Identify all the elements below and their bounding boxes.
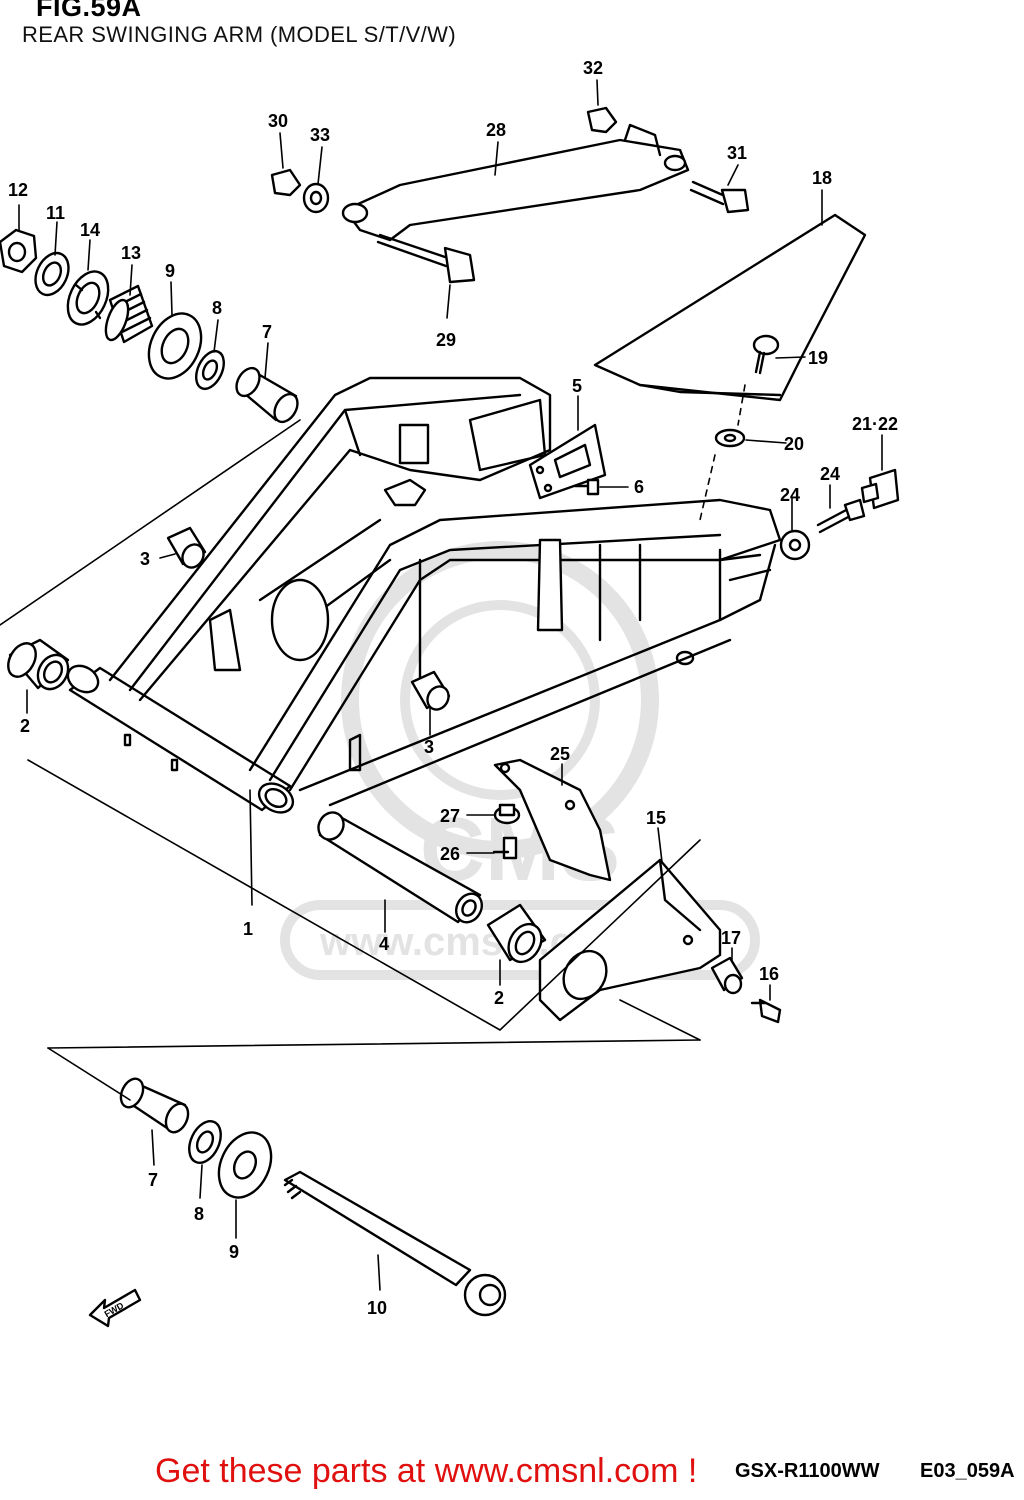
figure-subtitle: REAR SWINGING ARM (MODEL S/T/V/W) [22, 22, 457, 47]
callout-21-22: 21·22 [852, 414, 898, 434]
callout-3b: 3 [424, 737, 434, 757]
callout-29: 29 [436, 330, 456, 350]
bolt-24 [816, 498, 866, 534]
chain-case-18 [593, 213, 867, 402]
nut-24 [779, 529, 811, 561]
callout-7b: 7 [148, 1170, 158, 1190]
callout-14: 14 [80, 220, 100, 240]
threaded-bushing-13 [104, 284, 154, 344]
bolt-29 [376, 233, 476, 284]
bolt-26 [492, 836, 518, 860]
spacer-tube-4 [317, 811, 484, 924]
bushing-3-lower [410, 670, 451, 711]
callout-10: 10 [367, 1298, 387, 1318]
collar-7-lower [119, 1077, 190, 1134]
collar-17 [710, 956, 744, 995]
reference-code: E03_059A [920, 1460, 1015, 1482]
screw-6 [573, 478, 600, 496]
callout-9a: 9 [165, 261, 175, 281]
callout-leaders [18, 79, 883, 1291]
callout-3a: 3 [140, 549, 150, 569]
nut-32 [586, 106, 618, 134]
callout-2a: 2 [20, 716, 30, 736]
forward-direction-arrow [88, 1288, 142, 1328]
torque-link-28 [341, 123, 690, 242]
callout-15: 15 [646, 808, 666, 828]
callout-2b: 2 [494, 988, 504, 1008]
callout-31: 31 [727, 143, 747, 163]
callout-25: 25 [550, 744, 570, 764]
callout-33: 33 [310, 125, 330, 145]
callout-5: 5 [572, 376, 582, 396]
lock-ring-14 [66, 270, 110, 326]
promo-link[interactable]: Get these parts at www.cmsnl.com ! [155, 1452, 698, 1490]
callout-12: 12 [8, 180, 28, 200]
callout-labels: 1 2 2 3 3 4 5 6 7 7 8 8 9 9 10 11 12 13 … [8, 58, 898, 1319]
figure-title: FIG.59A [36, 0, 142, 22]
callout-20: 20 [784, 434, 804, 454]
washer-8-upper [195, 349, 225, 391]
chain-adjuster-15 [538, 858, 722, 1022]
callout-26: 26 [440, 844, 460, 864]
washer-8-lower [188, 1120, 222, 1164]
callout-17: 17 [721, 928, 741, 948]
callout-18: 18 [812, 168, 832, 188]
nut-12 [0, 228, 38, 274]
callout-9b: 9 [229, 1242, 239, 1262]
swing-arm-1 [66, 376, 782, 814]
callout-7a: 7 [262, 322, 272, 342]
nut-30 [270, 168, 302, 197]
bolt-31 [689, 180, 750, 214]
spacer-9-upper [147, 312, 203, 380]
callout-19: 19 [808, 348, 828, 368]
callout-13: 13 [121, 243, 141, 263]
needle-bearing-2-left [7, 638, 70, 691]
spacer-9-lower [217, 1131, 273, 1199]
clip-nut-21-22 [860, 468, 900, 510]
callout-1: 1 [243, 919, 253, 939]
callout-24b: 24 [780, 485, 800, 505]
callout-24a: 24 [820, 464, 840, 484]
callout-27: 27 [440, 806, 460, 826]
washer-33 [302, 182, 330, 214]
callout-4: 4 [379, 934, 389, 954]
assembly-guide-lines [0, 384, 746, 1101]
washer-20 [714, 428, 746, 448]
callout-11: 11 [46, 203, 65, 223]
callout-8a: 8 [212, 298, 222, 318]
callout-32: 32 [583, 58, 603, 78]
callout-28: 28 [486, 120, 506, 140]
callout-6: 6 [634, 477, 644, 497]
callout-8b: 8 [194, 1204, 204, 1224]
pivot-shaft-10 [283, 1170, 507, 1317]
plate-5 [528, 423, 607, 500]
needle-bearing-2-right [486, 903, 547, 964]
callout-16: 16 [759, 964, 779, 984]
bushing-3-upper [166, 526, 207, 569]
model-code: GSX-R1100WW [735, 1460, 880, 1482]
bracket-25 [493, 758, 612, 882]
callout-30: 30 [268, 111, 288, 131]
nut-27 [493, 803, 521, 825]
bolt-16 [750, 998, 782, 1024]
collar-7-upper [235, 366, 299, 424]
washer-11 [34, 251, 70, 297]
screw-19 [752, 334, 780, 375]
